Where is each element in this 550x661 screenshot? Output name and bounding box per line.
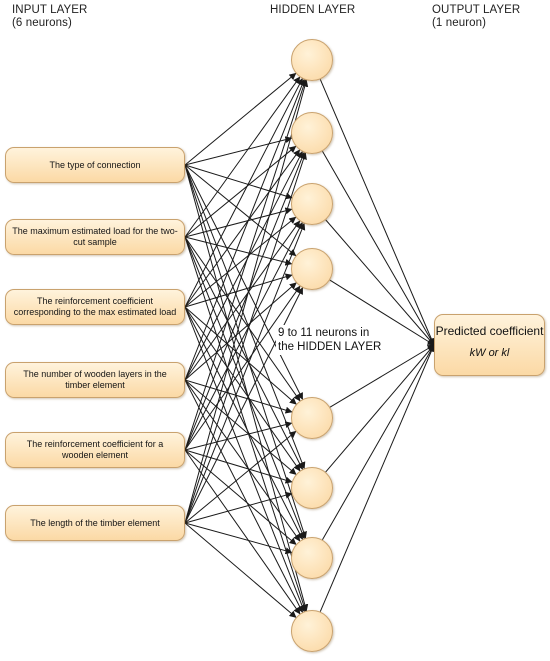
connection-arrow [184,164,293,200]
input-neuron-label: The length of the timber element [30,517,160,528]
connection-arrow [184,220,301,381]
input-neuron-length: The length of the timber element [5,505,185,541]
input-neuron-wooden-layers: The number of wooden layers in the timbe… [5,362,185,398]
connection-arrow [184,491,293,524]
connection-arrow [184,152,307,524]
input-layer-count: (6 neurons) [12,17,72,29]
connection-arrow [184,151,306,451]
connection-arrow [184,164,304,400]
connection-arrow [184,379,297,475]
connection-arrow [184,379,303,613]
connection-arrow [184,522,293,555]
input-neuron-reinforcement-wooden: The reinforcement coefficient for a wood… [5,432,185,468]
hidden-layer-note: 9 to 11 neurons in the HIDDEN LAYER [276,325,384,355]
connection-arrow [184,522,297,618]
connection-arrow [184,78,303,308]
hidden-layer-header: HIDDEN LAYER [270,4,355,17]
connection-arrow [184,78,306,381]
hidden-note-line-1: 9 to 11 neurons in [278,327,370,339]
connection-arrow [184,379,293,414]
input-neuron-max-load: The maximum estimated load for the two-c… [5,219,185,255]
connection-arrow [184,164,307,539]
input-neuron-label: The reinforcement coefficient correspond… [13,296,177,317]
connection-arrow [184,430,297,524]
input-layer-title: INPUT LAYER [12,4,88,16]
input-neuron-label: The maximum estimated load for the two-c… [12,226,178,247]
connection-arrow [184,236,306,540]
connection-arrow [184,79,309,524]
connection-arrow [184,145,297,238]
connection-arrow [322,150,435,346]
connection-arrow [184,164,306,470]
connection-arrow [184,136,293,166]
connection-arrow [184,421,293,451]
connection-arrow [184,306,297,405]
connection-arrow [319,344,435,612]
connection-arrow [184,282,297,381]
connection-arrow [184,216,297,308]
hidden-note-line-2: the HIDDEN LAYER [278,341,382,353]
connection-arrow [184,379,301,542]
hidden-neuron [291,112,333,154]
hidden-neuron [291,397,333,439]
connection-arrow [184,79,307,451]
hidden-neuron [291,467,333,509]
connection-arrow [184,236,301,402]
connection-arrow [184,273,293,308]
input-neuron-label: The number of wooden layers in the timbe… [23,369,167,390]
output-layer-title: OUTPUT LAYER [432,4,521,16]
hidden-neuron [291,537,333,579]
output-neuron-formula: kW or kl [469,347,510,359]
input-neuron-label: The reinforcement coefficient for a wood… [26,439,164,460]
connection-arrow [184,222,306,524]
connection-arrow [319,79,435,346]
connection-arrow [184,306,306,613]
hidden-layer-title: HIDDEN LAYER [270,4,356,16]
connection-arrow [329,279,435,346]
connection-arrow [184,222,303,451]
connection-arrow [329,344,435,408]
input-neuron-reinforcement-max-load: The reinforcement coefficient correspond… [5,289,185,325]
connection-arrow [184,236,293,266]
input-layer-header: INPUT LAYER (6 neurons) [12,4,87,30]
output-neuron: Predicted coefficient kW or kl [434,314,545,376]
output-layer-header: OUTPUT LAYER (1 neuron) [432,4,520,30]
input-neuron-connection-type: The type of connection [5,147,185,183]
hidden-neuron [291,610,333,652]
output-neuron-title: Predicted coefficient [435,324,544,338]
output-layer-count: (1 neuron) [432,17,487,29]
connection-arrow [184,207,293,238]
connection-arrow [184,236,303,470]
connection-arrow [184,306,303,540]
connection-arrow [325,344,435,473]
connection-arrow [322,344,435,541]
hidden-neuron [291,183,333,225]
connection-arrow [184,76,301,238]
input-neuron-label: The type of connection [49,159,141,170]
hidden-neuron [291,39,333,81]
connection-arrow [325,219,435,346]
connection-arrow [184,449,293,484]
connection-arrow [184,151,303,381]
connection-arrow [184,449,301,615]
connection-arrow [184,285,301,451]
hidden-neuron [291,248,333,290]
connection-arrow [184,72,297,166]
